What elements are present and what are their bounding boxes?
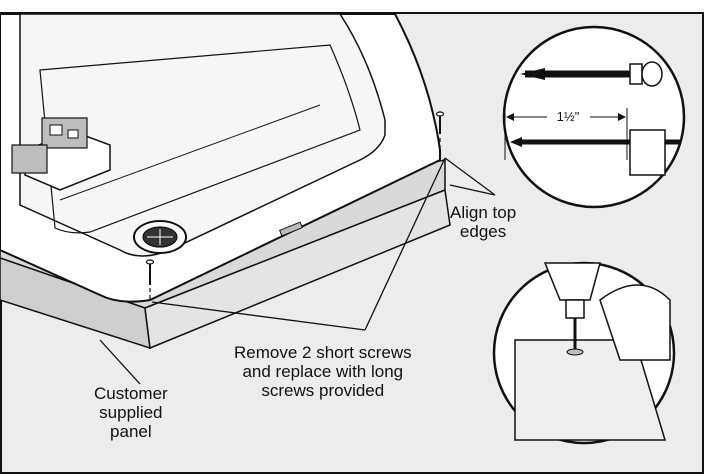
screws-line-3: screws provided (261, 381, 385, 400)
align-label: Align top edges (450, 203, 516, 241)
screw-left (145, 259, 155, 285)
screws-label: Remove 2 short screws and replace with l… (234, 343, 412, 400)
panel-line-1: Customer (94, 384, 168, 403)
panel-line-3: panel (110, 422, 152, 441)
latch-bracket (11, 117, 111, 191)
panel-line-2: supplied (99, 403, 163, 422)
screw-right (435, 111, 445, 134)
dishwasher-door (0, 13, 441, 303)
align-line-2: edges (459, 222, 507, 241)
screws-line-2: and replace with long (242, 362, 404, 381)
align-line-1: Align top (450, 203, 517, 222)
header-strip (0, 0, 704, 13)
dimension-label: 1½" (557, 109, 580, 124)
callout-lines (99, 157, 496, 385)
panel-label: Customer supplied panel (94, 384, 168, 441)
screws-line-1: Remove 2 short screws (234, 343, 412, 362)
inset-screw-detail: 1½" (502, 25, 686, 209)
inset-drill-detail (492, 261, 676, 445)
round-vent (133, 220, 187, 254)
